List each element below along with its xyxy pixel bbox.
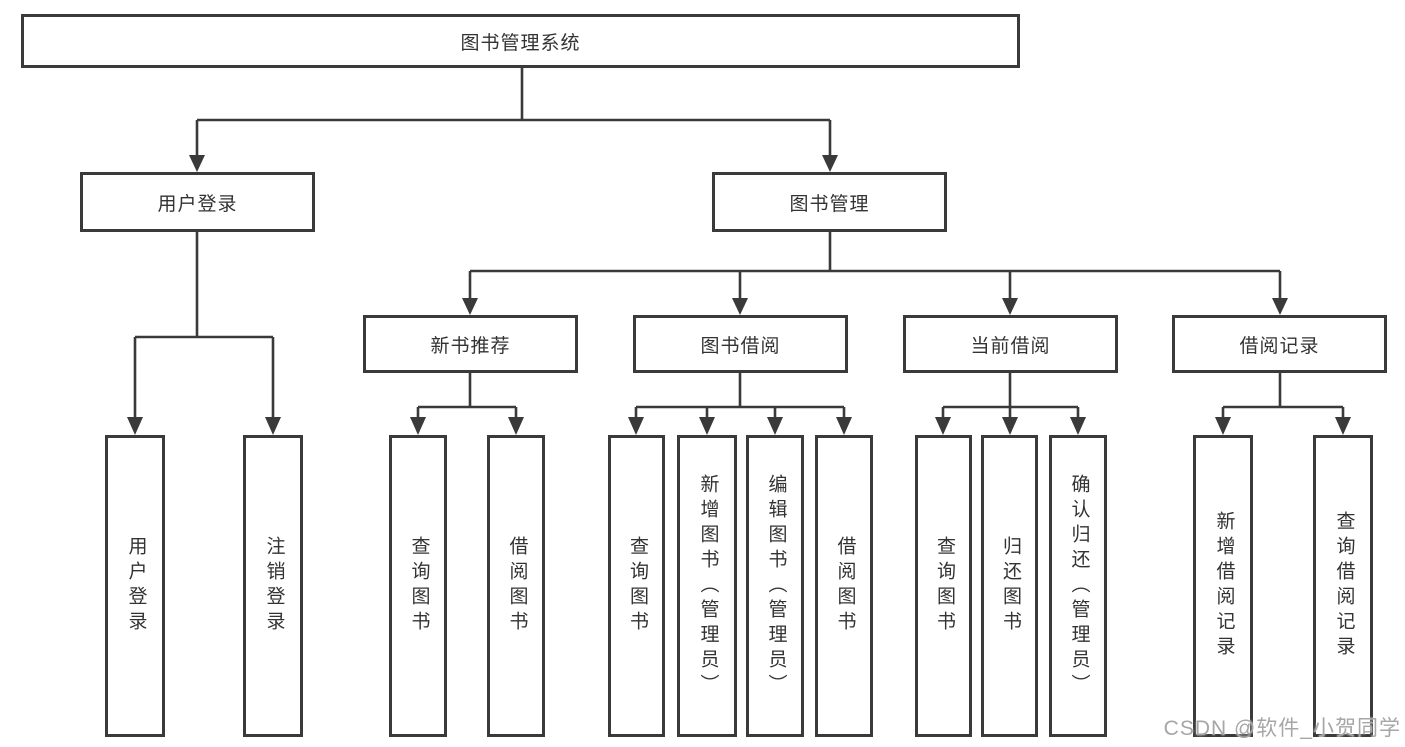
- node-user-login: 用户登录: [80, 172, 315, 232]
- leaf-borrowing-add-books-admin: 新增图书（管理员）: [677, 435, 737, 737]
- connector-records-to-leaves: [1215, 373, 1351, 435]
- node-borrow-records: 借阅记录: [1172, 315, 1387, 373]
- leaf-records-query-record: 查询借阅记录: [1313, 435, 1373, 737]
- connector-login-to-leaves: [127, 232, 281, 435]
- leaf-user-login: 用户登录: [105, 435, 165, 737]
- leaf-logout-label: 注销登录: [263, 536, 285, 636]
- node-borrow-records-label: 借阅记录: [1239, 335, 1320, 357]
- node-new-book-recommend: 新书推荐: [363, 315, 578, 373]
- leaf-logout: 注销登录: [243, 435, 303, 737]
- leaf-borrowing-edit-books-admin: 编辑图书（管理员）: [746, 435, 804, 737]
- leaf-current-return-books-label: 归还图书: [999, 536, 1021, 636]
- leaf-records-query-record-label: 查询借阅记录: [1333, 511, 1355, 661]
- node-new-book-recommend-label: 新书推荐: [430, 335, 511, 357]
- leaf-records-add-record-label: 新增借阅记录: [1213, 511, 1235, 661]
- leaf-current-return-books: 归还图书: [981, 435, 1038, 737]
- node-book-borrowing-label: 图书借阅: [700, 335, 781, 357]
- leaf-borrowing-query-books: 查询图书: [608, 435, 665, 737]
- leaf-borrowing-borrow-books-label: 借阅图书: [834, 536, 856, 636]
- connector-current-to-leaves: [935, 373, 1086, 435]
- node-book-borrowing: 图书借阅: [633, 315, 848, 373]
- node-current-borrowing: 当前借阅: [903, 315, 1118, 373]
- leaf-user-login-label: 用户登录: [125, 536, 147, 636]
- leaf-borrowing-borrow-books: 借阅图书: [815, 435, 873, 737]
- node-book-management: 图书管理: [712, 172, 947, 232]
- connector-newbook-to-leaves: [410, 373, 524, 435]
- connector-root-to-level2: [189, 68, 838, 172]
- leaf-newbook-borrow-books-label: 借阅图书: [506, 536, 528, 636]
- watermark: CSDN @软件_小贺同学: [1163, 717, 1401, 740]
- node-book-management-label: 图书管理: [789, 193, 870, 215]
- leaf-newbook-query-books: 查询图书: [389, 435, 447, 737]
- leaf-borrowing-edit-books-admin-label: 编辑图书（管理员）: [765, 473, 787, 699]
- leaf-current-query-books: 查询图书: [915, 435, 972, 737]
- leaf-newbook-query-books-label: 查询图书: [408, 536, 430, 636]
- leaf-borrowing-query-books-label: 查询图书: [626, 536, 648, 636]
- leaf-newbook-borrow-books: 借阅图书: [487, 435, 545, 737]
- leaf-current-confirm-return-admin-label: 确认归还（管理员）: [1068, 473, 1090, 699]
- node-user-login-label: 用户登录: [157, 193, 238, 215]
- connector-borrow-to-leaves: [628, 373, 852, 435]
- leaf-current-query-books-label: 查询图书: [933, 536, 955, 636]
- node-current-borrowing-label: 当前借阅: [970, 335, 1051, 357]
- leaf-borrowing-add-books-admin-label: 新增图书（管理员）: [697, 473, 719, 699]
- node-root-label: 图书管理系统: [460, 32, 581, 54]
- connector-mgmt-to-level3: [462, 232, 1288, 315]
- leaf-current-confirm-return-admin: 确认归还（管理员）: [1049, 435, 1107, 737]
- node-root-system: 图书管理系统: [21, 14, 1020, 68]
- leaf-records-add-record: 新增借阅记录: [1193, 435, 1253, 737]
